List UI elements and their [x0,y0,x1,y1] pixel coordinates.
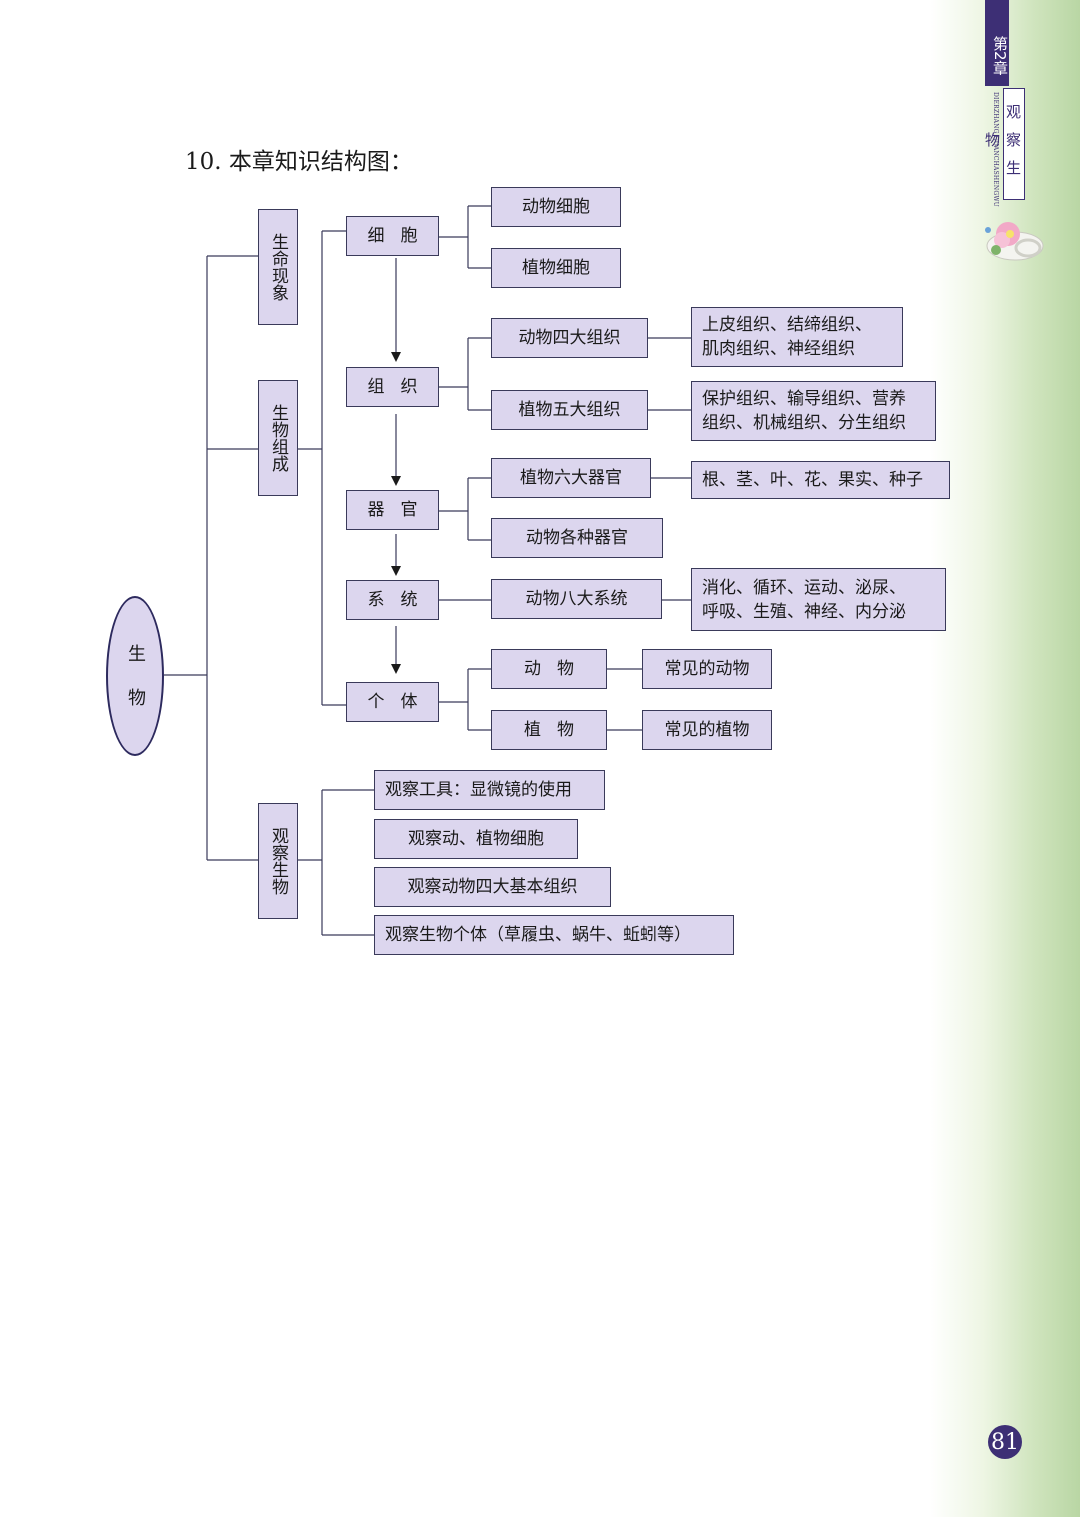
observe-item: 观察生物个体（草履虫、蜗牛、蚯蚓等） [374,915,734,955]
level-tissue: 组织 [346,367,439,407]
level-individual: 个体 [346,682,439,722]
node-animal-organs: 动物各种器官 [491,518,663,558]
node-animal-tissues: 动物四大组织 [491,318,648,358]
node-animal-system-list: 消化、循环、运动、泌尿、 呼吸、生殖、神经、内分泌 [691,568,946,631]
level-cell: 细胞 [346,216,439,256]
node-plant-organs: 植物六大器官 [491,458,651,498]
node-common-plants: 常见的植物 [642,710,772,750]
node-common-animals: 常见的动物 [642,649,772,689]
observe-item: 观察动物四大基本组织 [374,867,611,907]
observe-item: 观察动、植物细胞 [374,819,578,859]
root-node-biology: 生物 [106,596,164,756]
node-plant-tissue-list: 保护组织、输导组织、营养 组织、机械组织、分生组织 [691,381,936,441]
node-plant-organ-list: 根、茎、叶、花、果实、种子 [691,461,950,499]
node-animal: 动物 [491,649,607,689]
node-animal-systems: 动物八大系统 [491,579,662,619]
page-number: 81 [988,1425,1022,1459]
level-organ: 器官 [346,490,439,530]
node-plant-cell: 植物细胞 [491,248,621,288]
observe-item: 观察工具：显微镜的使用 [374,770,605,810]
branch-life-phenomenon: 生命现象 [258,209,298,325]
node-animal-tissue-list: 上皮组织、结缔组织、 肌肉组织、神经组织 [691,307,903,367]
level-system: 系统 [346,580,439,620]
node-plant-tissues: 植物五大组织 [491,390,648,430]
node-animal-cell: 动物细胞 [491,187,621,227]
branch-composition: 生物组成 [258,380,298,496]
node-plant: 植物 [491,710,607,750]
branch-observation: 观察生物 [258,803,298,919]
